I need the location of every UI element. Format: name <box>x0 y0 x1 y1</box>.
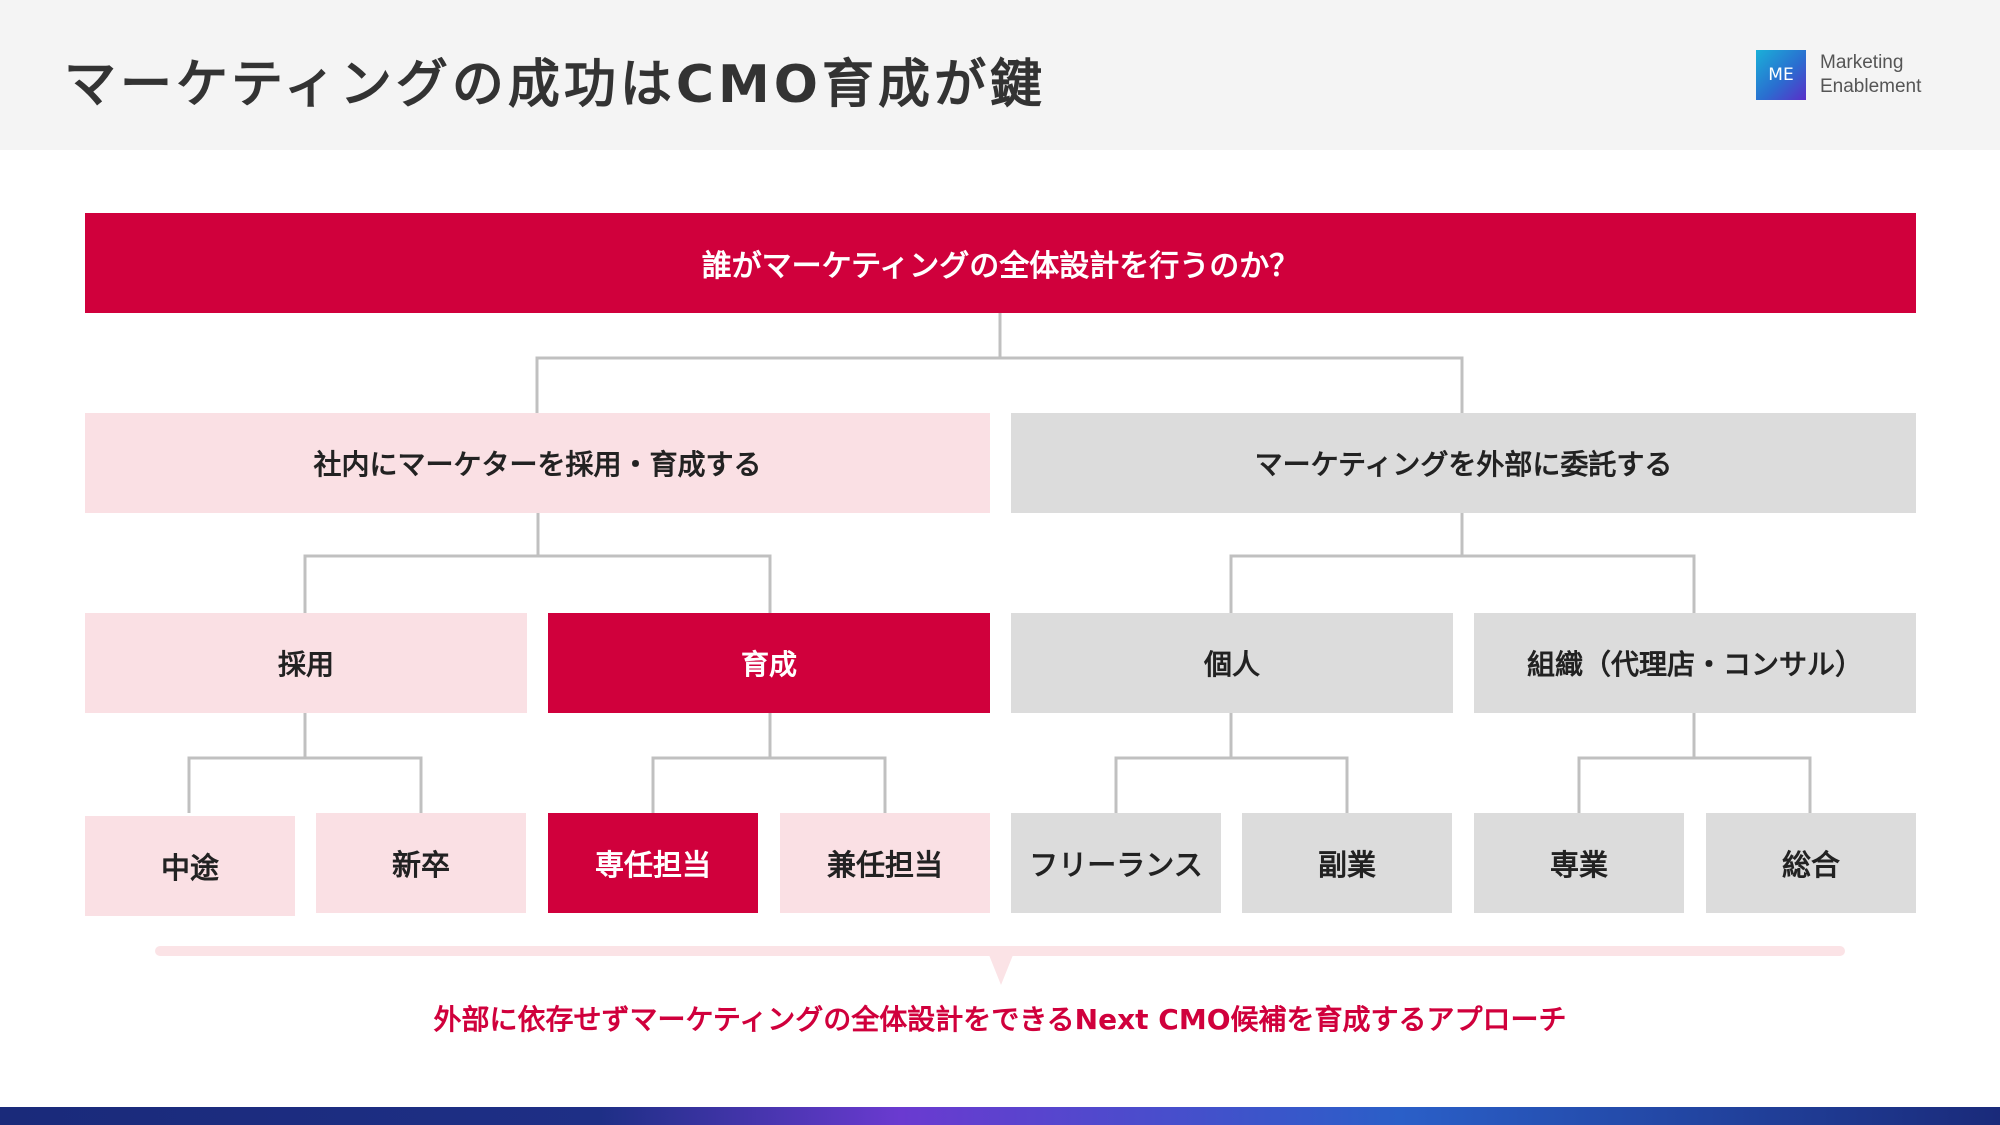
connector-outsource <box>1229 513 1696 613</box>
conclusion-bracket <box>155 946 1845 956</box>
header-bar: マーケティングの成功はCMO育成が鍵 ME Marketing Enableme… <box>0 0 2000 150</box>
connector-root <box>535 313 1464 413</box>
logo-text-line2: Enablement <box>1820 76 1922 97</box>
logo-text: Marketing Enablement <box>1820 51 1921 99</box>
specialist-node: 専業 <box>1474 813 1684 913</box>
connector-individual <box>1114 713 1349 813</box>
inhouse-node: 社内にマーケターを採用・育成する <box>85 413 990 513</box>
connector-hire <box>187 713 423 813</box>
organization-node: 組織（代理店・コンサル） <box>1474 613 1916 713</box>
connector-inhouse <box>303 513 772 613</box>
conclusion-text: 外部に依存せずマーケティングの全体設計をできるNext CMO候補を育成するアプ… <box>433 1003 1567 1036</box>
outsource-node: マーケティングを外部に委託する <box>1011 413 1916 513</box>
newgrad-node: 新卒 <box>316 813 526 913</box>
logo-text-line1: Marketing <box>1820 52 1904 73</box>
page-title: マーケティングの成功はCMO育成が鍵 <box>64 55 1046 115</box>
footer-gradient-bar <box>0 1107 2000 1125</box>
hire-node: 採用 <box>85 613 527 713</box>
develop-node: 育成 <box>548 613 990 713</box>
connector-develop <box>651 713 887 813</box>
sidejob-node: 副業 <box>1242 813 1452 913</box>
brand-logo: ME Marketing Enablement <box>1756 50 1956 102</box>
individual-node: 個人 <box>1011 613 1453 713</box>
connector-organization <box>1577 713 1812 813</box>
concurrent-node: 兼任担当 <box>780 813 990 913</box>
logo-badge-icon: ME <box>1756 50 1806 100</box>
freelance-node: フリーランス <box>1011 813 1221 913</box>
root-question-node: 誰がマーケティングの全体設計を行うのか？ <box>85 213 1916 313</box>
conclusion-pointer <box>989 955 1013 985</box>
general-node: 総合 <box>1706 813 1916 913</box>
midcareer-node: 中途 <box>85 816 295 916</box>
dedicated-node: 専任担当 <box>548 813 758 913</box>
